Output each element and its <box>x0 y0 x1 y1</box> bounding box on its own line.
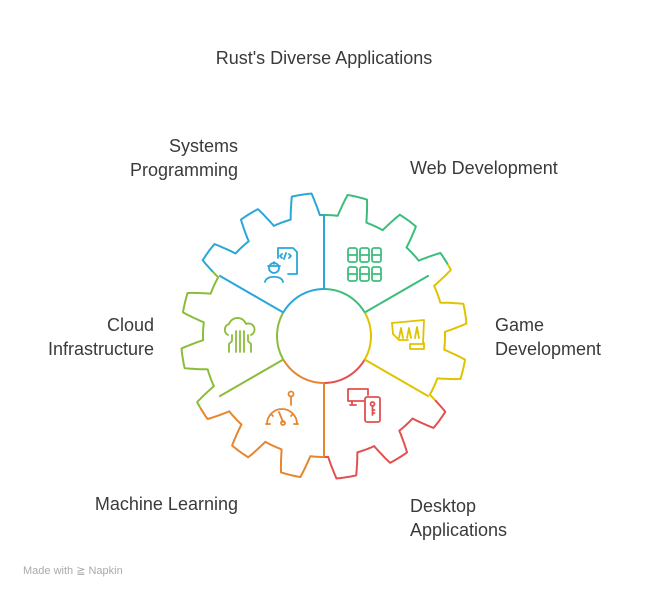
napkin-watermark: Made with ≧ Napkin <box>23 565 123 577</box>
gear-outline-cloud-infrastructure <box>180 271 220 409</box>
engineer-code-icon <box>264 247 298 283</box>
desktop-key-icon <box>347 388 381 423</box>
gear-outline-machine-learning <box>199 406 325 478</box>
cloud-circuit-icon <box>223 317 256 353</box>
label-web-development: Web Development <box>410 158 558 178</box>
hub-arc-systems-programming <box>282 288 324 313</box>
gear-outline-game-development <box>428 263 468 401</box>
gear-outline-web-development <box>323 194 449 266</box>
gear-outline-systems-programming <box>201 192 325 273</box>
gauge-icon <box>265 390 299 426</box>
segment-divider <box>364 274 430 314</box>
hub-arc-cloud-infrastructure <box>276 312 285 360</box>
label-machine-learning: Machine Learning <box>94 494 238 514</box>
server-grid-icon <box>347 247 382 282</box>
segment-divider <box>218 274 284 314</box>
gear-outline-desktop-applications <box>323 399 447 480</box>
diagram-title: Rust's Diverse Applications <box>215 48 433 68</box>
segment-divider <box>364 358 430 398</box>
fist-icon <box>391 319 425 350</box>
hub-arc-web-development <box>324 288 366 313</box>
segment-divider <box>218 358 284 398</box>
hub-arc-desktop-applications <box>324 359 366 384</box>
hub-arc-machine-learning <box>282 359 324 384</box>
hub-arc-game-development <box>363 312 372 360</box>
